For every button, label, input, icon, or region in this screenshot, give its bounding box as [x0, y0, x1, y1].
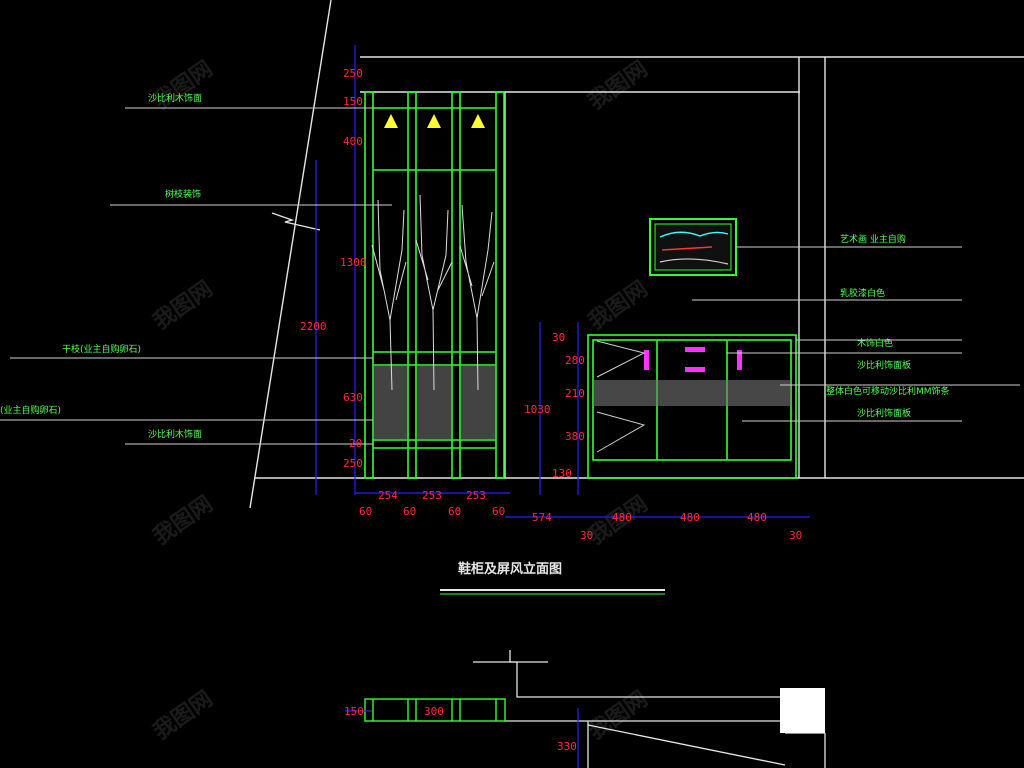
handle-icon [737, 350, 742, 370]
material-label: 干枝(业主自购卵石) [62, 343, 141, 355]
dim-cabinet-width: 480 [747, 511, 767, 524]
material-label: 树枝装饰 [165, 188, 201, 200]
material-label: 艺术画 业主自购 [840, 233, 906, 245]
dim-height: 150 [343, 95, 363, 108]
dim-height: 250 [343, 67, 363, 80]
material-label: 乳胶漆白色 [840, 287, 885, 299]
handle-icon [644, 350, 649, 370]
material-label: (业主自购卵石) [0, 404, 61, 416]
dim-section: 150 [344, 705, 364, 718]
cabinet-handles [644, 347, 742, 372]
material-label: 沙比利饰面板 [857, 407, 911, 419]
break-line [271, 212, 321, 231]
dim-post: 60 [403, 505, 416, 518]
pebble-fill [374, 366, 495, 439]
material-label: 整体白色可移动沙比利MM饰条 [826, 385, 950, 397]
artwork-frame [649, 218, 737, 276]
dim-height: 1300 [340, 256, 367, 269]
dim-post: 60 [448, 505, 461, 518]
handle-icon [685, 347, 705, 352]
dim-width: 254 [378, 489, 398, 502]
dim-width: 253 [466, 489, 486, 502]
dim-cabinet: 380 [565, 430, 585, 443]
dim-cabinet-width: 574 [532, 511, 552, 524]
material-label: 木饰白色 [857, 337, 893, 349]
branch-decorations [371, 194, 495, 391]
cabinet-door-swing [596, 340, 646, 453]
handle-icon [685, 367, 705, 372]
dim-post: 60 [492, 505, 505, 518]
material-label: 沙比利饰面板 [857, 359, 911, 371]
dim-section: 330 [557, 740, 577, 753]
dim-width: 253 [422, 489, 442, 502]
dim-cabinet: 210 [565, 387, 585, 400]
dim-cabinet-height: 1030 [524, 403, 551, 416]
dim-cabinet: 130 [552, 467, 572, 480]
dim-cabinet: 30 [552, 331, 565, 344]
cabinet-strip [593, 380, 791, 406]
dim-height: 630 [343, 391, 363, 404]
material-label: 沙比利木饰面 [148, 92, 202, 104]
dim-edge: 30 [580, 529, 593, 542]
wall-slanted-line [249, 0, 332, 509]
dim-height: 20 [349, 437, 362, 450]
dim-height: 250 [343, 457, 363, 470]
dim-height: 400 [343, 135, 363, 148]
material-label: 沙比利木饰面 [148, 428, 202, 440]
dim-section: 300 [424, 705, 444, 718]
lamp-icons [384, 114, 485, 128]
dim-edge: 30 [789, 529, 802, 542]
drawing-title: 鞋柜及屏风立面图 [458, 561, 562, 577]
section-white-block [780, 688, 825, 733]
lamp-icon [427, 114, 441, 128]
dim-post: 60 [359, 505, 372, 518]
screen-partition [364, 91, 505, 479]
lamp-icon [471, 114, 485, 128]
section-screen [364, 698, 506, 722]
dim-cabinet-width: 480 [680, 511, 700, 524]
leader-lines [0, 107, 1020, 445]
dim-cabinet-width: 480 [612, 511, 632, 524]
dim-cabinet: 280 [565, 354, 585, 367]
dim-overall-height: 2200 [300, 320, 327, 333]
lamp-icon [384, 114, 398, 128]
